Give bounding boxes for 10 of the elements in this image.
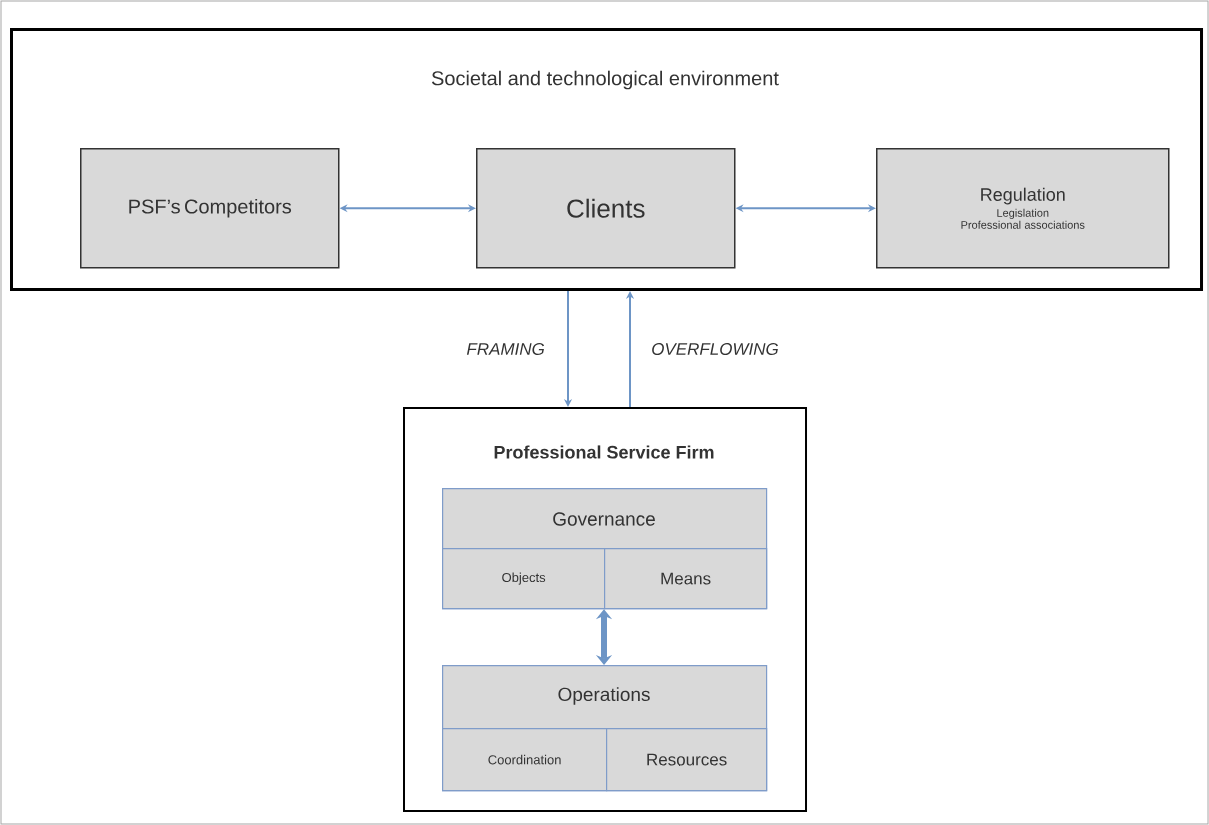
component-box: Coordination [442,728,608,792]
edge-label: OVERFLOWING [650,342,780,356]
arrow [595,609,613,665]
entity-box: Regulation Legislation Professional associations [876,148,1170,269]
component-box: Objects [442,548,606,610]
component-box: Means [604,548,768,610]
edge-label: FRAMING [465,342,546,356]
entity-box: PSF’s Competitors [80,148,340,269]
entity-box: Clients [476,148,736,269]
component-box: Resources [606,728,768,792]
